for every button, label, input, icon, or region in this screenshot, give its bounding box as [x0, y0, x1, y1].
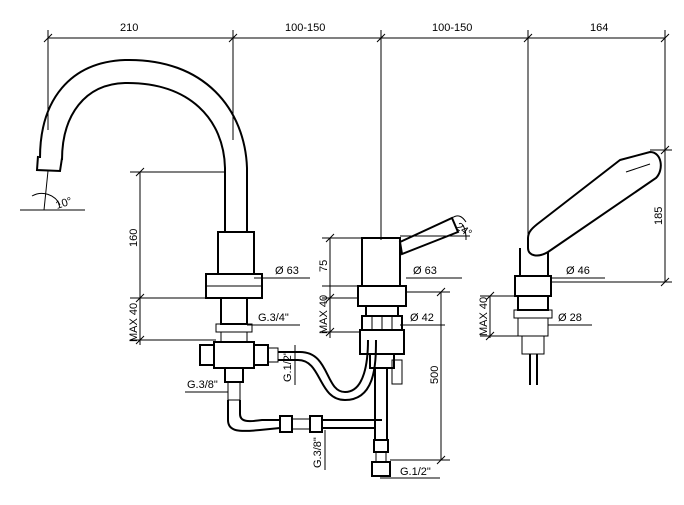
angle-spout: 10°: [54, 195, 74, 212]
left-vertical-dims: [130, 167, 225, 345]
thread-g12-vertical: G.1/2": [282, 351, 294, 382]
dia-shower-base: Ø 28: [558, 312, 582, 324]
thread-g38-left: G.3/8": [187, 379, 218, 391]
dia-spout: Ø 63: [275, 265, 299, 277]
mixer-body: [357, 237, 407, 385]
spout: [20, 58, 248, 232]
braided-hose-left: [227, 339, 377, 432]
thread-g12-bottom: G.1/2": [400, 466, 431, 478]
left-valve: [199, 341, 279, 401]
dim-spout-reach: 210: [120, 22, 138, 34]
mixer-vertical-dims: [322, 233, 362, 338]
thread-g38-vertical: G.3/8": [312, 437, 324, 468]
dim-spacing-1: 100-150: [285, 22, 325, 34]
mixer-lever: [398, 215, 470, 256]
length-500-dim: [390, 287, 450, 465]
thread-g34: G.3/4": [258, 312, 289, 324]
spout-body: [205, 231, 263, 343]
dia-mixer-base: Ø 42: [410, 312, 434, 324]
dim-spacing-2: 100-150: [432, 22, 472, 34]
max-right: MAX 40: [478, 297, 490, 336]
mixer-hose-down: [371, 368, 391, 477]
shower-dims: [480, 145, 672, 341]
height-spout: 160: [128, 229, 140, 247]
height-mixer: 75: [318, 260, 330, 272]
height-shower: 185: [653, 207, 665, 225]
hand-shower: [513, 150, 662, 385]
length-500: 500: [429, 366, 441, 384]
dim-shower-length: 164: [590, 22, 608, 34]
dia-shower: Ø 46: [566, 265, 590, 277]
angle-lever: 24°: [453, 221, 474, 240]
max-mid: MAX 40: [318, 295, 330, 334]
dia-mixer: Ø 63: [413, 265, 437, 277]
max-left: MAX 40: [128, 303, 140, 342]
horizontal-connector: [279, 415, 382, 433]
